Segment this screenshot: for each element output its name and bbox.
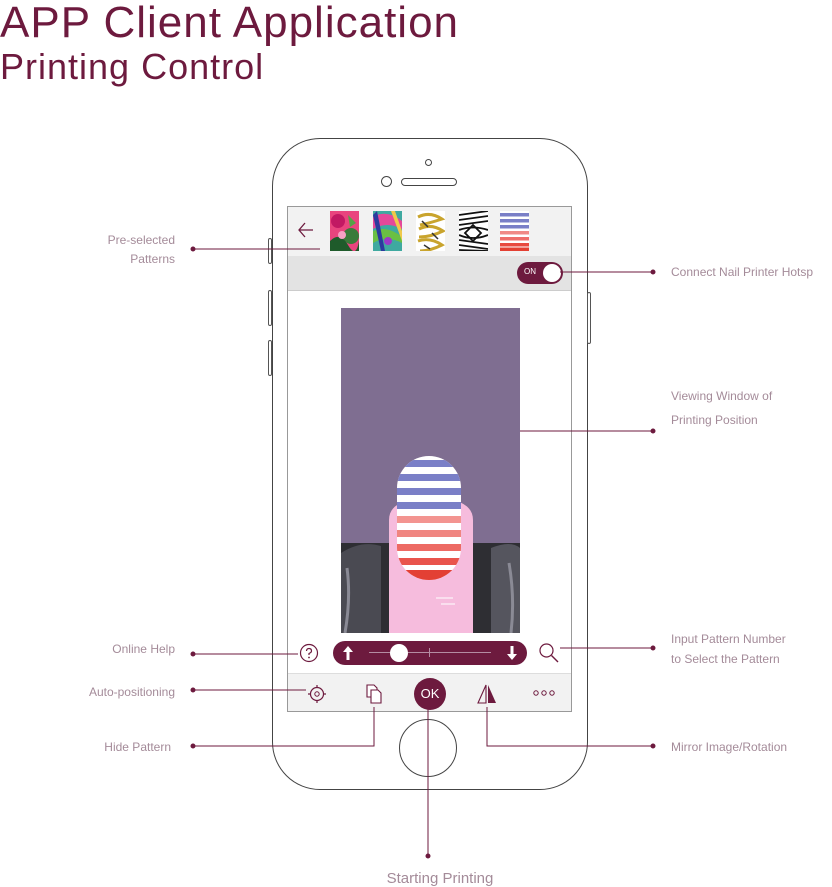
slider-center-tick (429, 648, 430, 657)
crosshair-icon[interactable] (307, 684, 327, 704)
page-subtitle: Printing Control (0, 46, 265, 87)
mirror-icon[interactable] (477, 683, 497, 705)
pattern-thumbnail-4[interactable] (459, 211, 488, 251)
annotation-online-help: Online Help (112, 642, 175, 656)
annotation-hide-pattern: Hide Pattern (104, 740, 171, 754)
volume-down-button (268, 340, 272, 376)
copy-icon[interactable] (365, 683, 383, 705)
pattern-thumbnail-2[interactable] (373, 211, 402, 251)
printing-position-viewer (341, 308, 520, 633)
hotspot-toggle[interactable]: ON (517, 262, 563, 284)
front-camera (381, 176, 392, 187)
slider-track (369, 652, 491, 653)
pattern-bar (288, 207, 571, 257)
annotation-starting-printing: Starting Printing (386, 870, 494, 887)
position-slider[interactable] (333, 641, 527, 665)
earpiece-speaker (401, 178, 457, 186)
help-icon[interactable] (299, 643, 319, 663)
arrow-up-icon[interactable] (342, 645, 354, 661)
finger-nail-preview (341, 456, 520, 633)
more-options-icon[interactable] (532, 688, 556, 698)
pattern-thumbnail-3[interactable] (416, 211, 445, 251)
mute-switch (268, 238, 272, 264)
power-button (587, 292, 591, 344)
slider-knob[interactable] (390, 644, 408, 662)
back-arrow-icon[interactable] (296, 217, 318, 243)
volume-up-button (268, 290, 272, 326)
connection-bar: ON (288, 256, 571, 291)
annotation-viewing-window-1: Viewing Window of (671, 389, 773, 403)
annotation-preselected-1: Pre-selected (107, 233, 175, 247)
annotation-input-pattern-1: Input Pattern Number (671, 632, 786, 646)
annotation-input-pattern-2: to Select the Pattern (671, 652, 780, 666)
annotation-auto-positioning: Auto-positioning (88, 685, 175, 699)
toggle-label: ON (524, 267, 536, 276)
bottom-toolbar: OK (288, 673, 571, 711)
annotation-mirror-rotation: Mirror Image/Rotation (671, 740, 788, 754)
app-screen: ON (287, 206, 572, 712)
arrow-down-icon[interactable] (506, 645, 518, 661)
annotation-connect-hotspot: Connect Nail Printer Hotsp (671, 265, 814, 279)
page-title: APP Client Application (0, 0, 460, 47)
pattern-thumbnail-1[interactable] (330, 211, 359, 251)
toggle-knob (543, 264, 561, 282)
ok-print-button[interactable]: OK (414, 678, 446, 710)
search-icon[interactable] (538, 642, 560, 664)
proximity-sensor (425, 159, 432, 166)
annotation-viewing-window-2: Printing Position (671, 413, 758, 427)
pattern-thumbnail-5[interactable] (500, 211, 529, 251)
home-button[interactable] (399, 719, 457, 777)
annotation-preselected-2: Patterns (130, 252, 175, 266)
